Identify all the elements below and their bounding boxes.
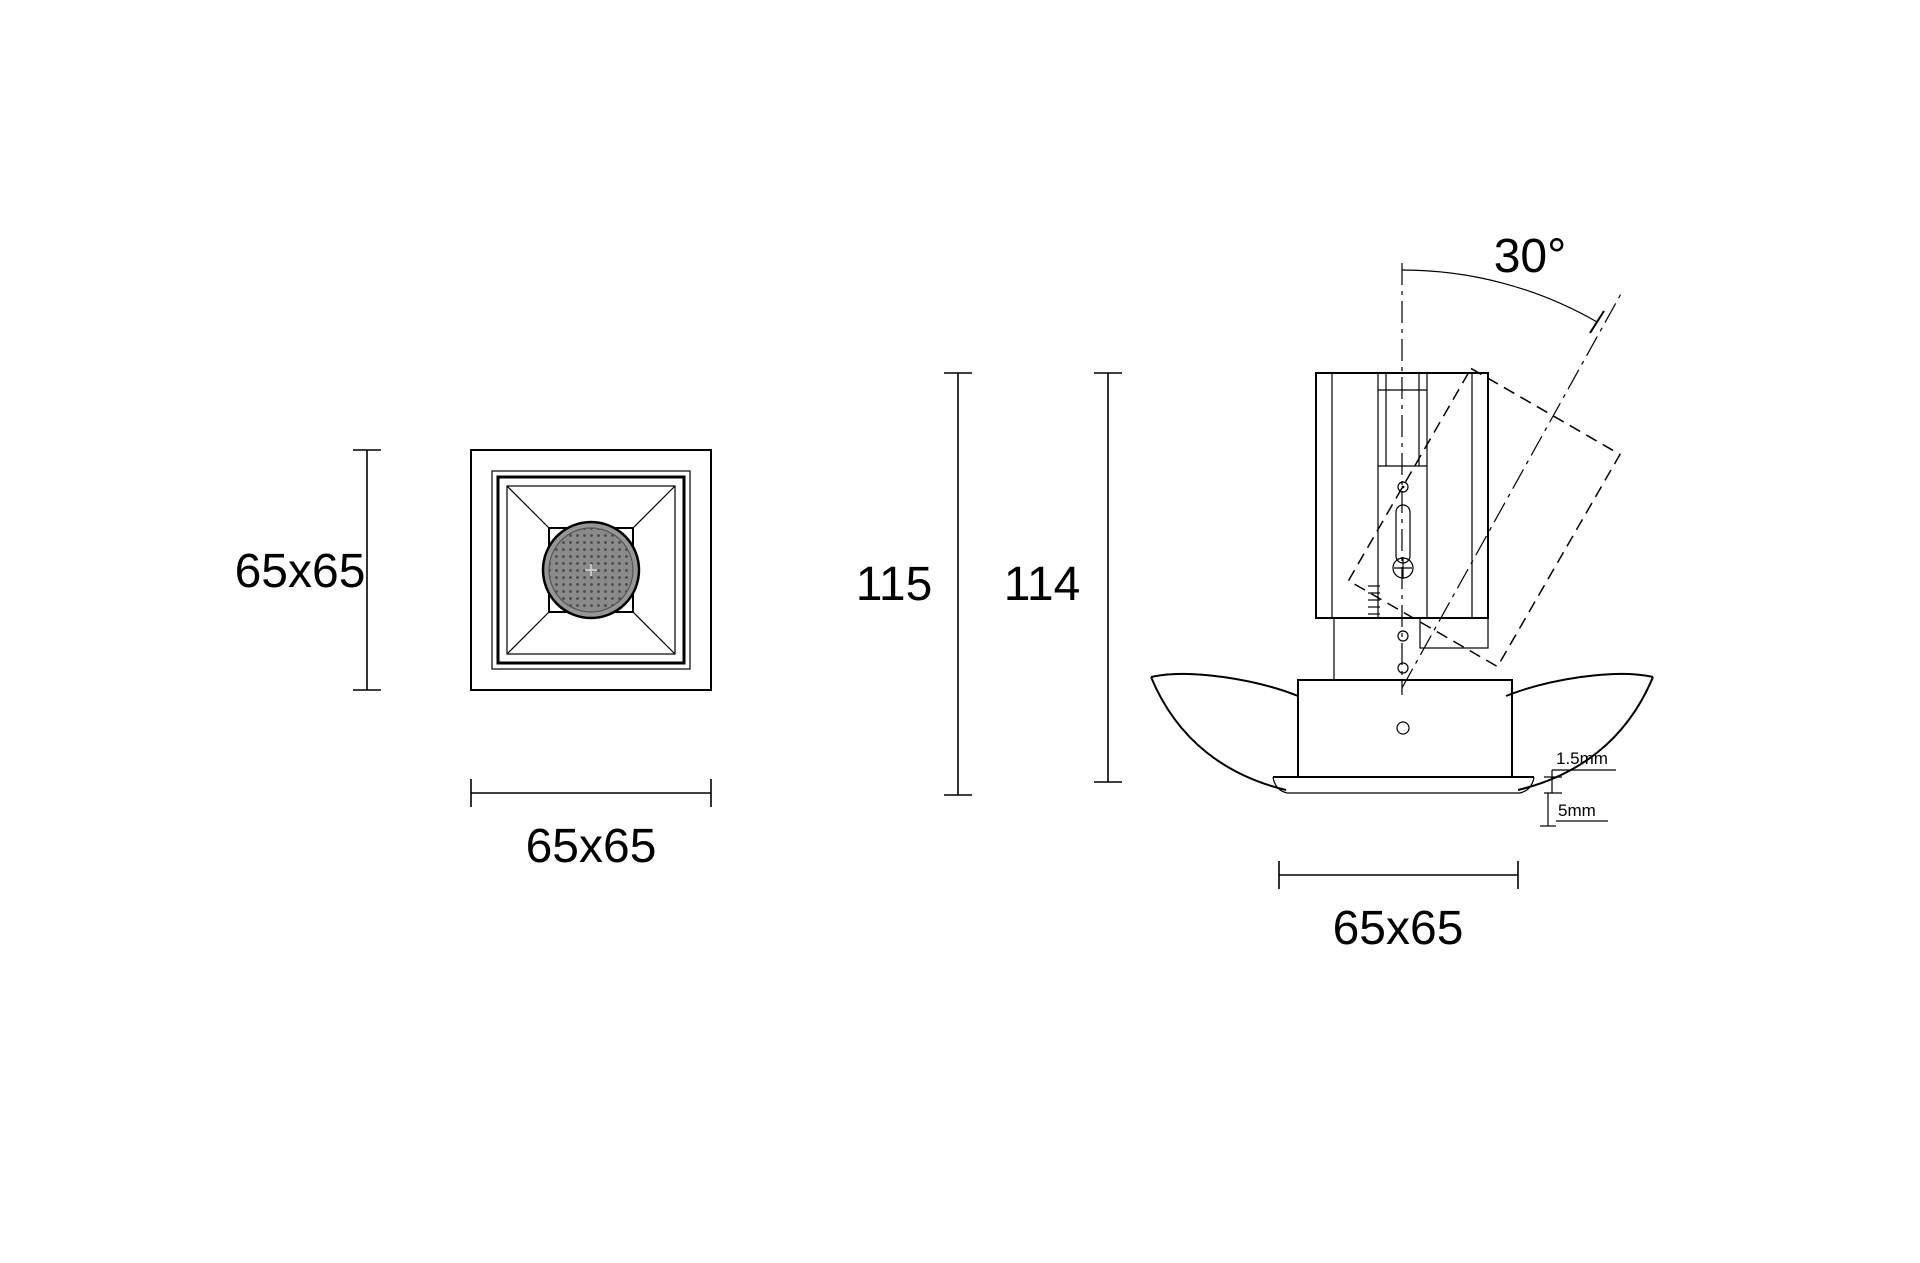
overall-height-label: 115 (856, 558, 933, 611)
housing-screw-icon (1396, 721, 1410, 735)
adjustment-slot (1395, 504, 1411, 564)
dim-cutout-width: 65x65 (1278, 861, 1519, 955)
housing (1297, 679, 1513, 778)
angle-arc (1401, 269, 1598, 323)
dim-front-height: 65x65 (235, 449, 381, 691)
scale-ticks (1368, 585, 1380, 615)
front-height-label: 65x65 (235, 545, 366, 598)
hinge-block (1419, 617, 1489, 649)
side-view: 115 114 30° (856, 230, 1654, 955)
trim-flange (1272, 776, 1535, 794)
front-width-label: 65x65 (526, 820, 657, 873)
tilt-angle-label: 30° (1494, 230, 1567, 283)
rim-thickness-label: 1.5mm (1556, 749, 1608, 768)
led-lens (541, 520, 641, 620)
dim-rim-thickness: 1.5mm (1544, 749, 1616, 794)
body-outline (1315, 372, 1489, 619)
front-view: 65x65 65x65 (235, 449, 712, 873)
housing-outline (1297, 679, 1513, 778)
dim-rim-depth: 5mm (1540, 793, 1608, 827)
dim-front-width: 65x65 (470, 779, 712, 873)
yoke-hinge (1333, 617, 1489, 680)
rim-depth-label: 5mm (1558, 801, 1596, 820)
angle-arc-tick (1589, 310, 1605, 334)
cutout-width-label: 65x65 (1333, 902, 1464, 955)
mounting-spring-left (1150, 672, 1299, 791)
front-outer-frame (470, 449, 712, 691)
tilted-body-dashed (1347, 367, 1622, 668)
body-height-label: 114 (1004, 558, 1081, 611)
lamp-body (1315, 372, 1489, 619)
mounting-spring-right (1505, 672, 1654, 791)
small-screw-icon (1397, 481, 1409, 493)
front-trim-outer (491, 470, 691, 670)
front-trim-inner (496, 475, 686, 665)
tilt-centerline (1401, 291, 1623, 689)
tilt-angle: 30° (1401, 230, 1605, 334)
dim-body-height: 114 (1004, 372, 1122, 783)
dim-overall-height: 115 (856, 372, 972, 796)
